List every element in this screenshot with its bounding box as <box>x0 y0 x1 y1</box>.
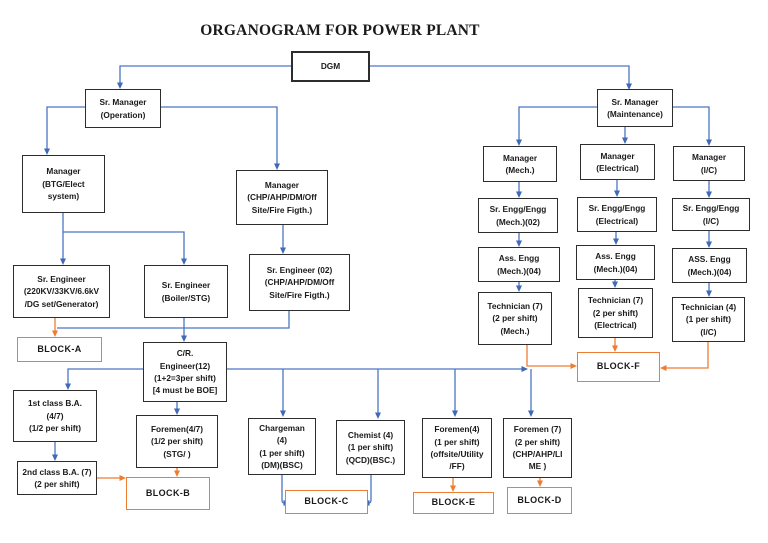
node-block-b: BLOCK-B <box>126 477 210 510</box>
node-sr-manager-operation: Sr. Manager (Operation) <box>85 89 161 128</box>
node-block-a: BLOCK-A <box>17 337 102 362</box>
node-ass-engg-mech: Ass. Engg (Mech.)(04) <box>478 247 560 282</box>
node-foremen-stg: Foremen(4/7) (1/2 per shift) (STG/ ) <box>136 415 218 468</box>
node-second-class-ba: 2nd class B.A. (7) (2 per shift) <box>17 461 97 495</box>
node-sr-engineer-boiler-stg: Sr. Engineer (Boiler/STG) <box>144 265 228 318</box>
node-manager-electrical: Manager (Electrical) <box>580 144 655 180</box>
node-cr-engineer: C/R. Engineer(12) (1+2=3per shift) [4 mu… <box>143 342 227 402</box>
node-sr-engg-electrical: Sr. Engg/Engg (Electrical) <box>577 197 657 232</box>
node-sr-manager-maintenance: Sr. Manager (Maintenance) <box>597 89 673 127</box>
node-technician-ic: Technician (4) (1 per shift) (I/C) <box>672 297 745 342</box>
page-title: ORGANOGRAM FOR POWER PLANT <box>200 22 480 39</box>
node-chargeman: Chargeman (4) (1 per shift) (DM)(BSC) <box>248 418 316 475</box>
node-block-f: BLOCK-F <box>577 352 660 382</box>
node-chemist: Chemist (4) (1 per shift) (QCD)(BSC.) <box>336 420 405 475</box>
node-dgm: DGM <box>291 51 370 82</box>
node-foremen-offsite: Foremen(4) (1 per shift) (offsite/Utilit… <box>422 418 492 478</box>
node-manager-chp: Manager (CHP/AHP/DM/Off Site/Fire Figth.… <box>236 170 328 225</box>
node-sr-engineer-220kv: Sr. Engineer (220KV/33KV/6.6kV /DG set/G… <box>13 265 110 318</box>
node-foremen-chp: Foremen (7) (2 per shift) (CHP/AHP/LI ME… <box>503 418 572 478</box>
node-technician-mech: Technician (7) (2 per shift) (Mech.) <box>478 292 552 345</box>
node-sr-engg-ic: Sr. Engg/Engg (I/C) <box>672 198 750 231</box>
node-manager-btg: Manager (BTG/Elect system) <box>22 155 105 213</box>
node-ass-engg-ic: ASS. Engg (Mech.)(04) <box>672 248 747 283</box>
node-sr-engineer-02: Sr. Engineer (02) (CHP/AHP/DM/Off Site/F… <box>249 254 350 311</box>
node-block-c: BLOCK-C <box>285 490 368 514</box>
node-manager-ic: Manager (I/C) <box>673 146 745 181</box>
node-first-class-ba: 1st class B.A. (4/7) (1/2 per shift) <box>13 390 97 442</box>
node-technician-electrical: Technician (7) (2 per shift) (Electrical… <box>578 288 653 338</box>
node-sr-engg-mech: Sr. Engg/Engg (Mech.)(02) <box>478 198 558 233</box>
node-manager-mech: Manager (Mech.) <box>483 146 557 182</box>
node-block-e: BLOCK-E <box>413 492 494 514</box>
node-block-d: BLOCK-D <box>507 487 572 514</box>
node-ass-engg-electrical: Ass. Engg (Mech.)(04) <box>576 245 655 280</box>
